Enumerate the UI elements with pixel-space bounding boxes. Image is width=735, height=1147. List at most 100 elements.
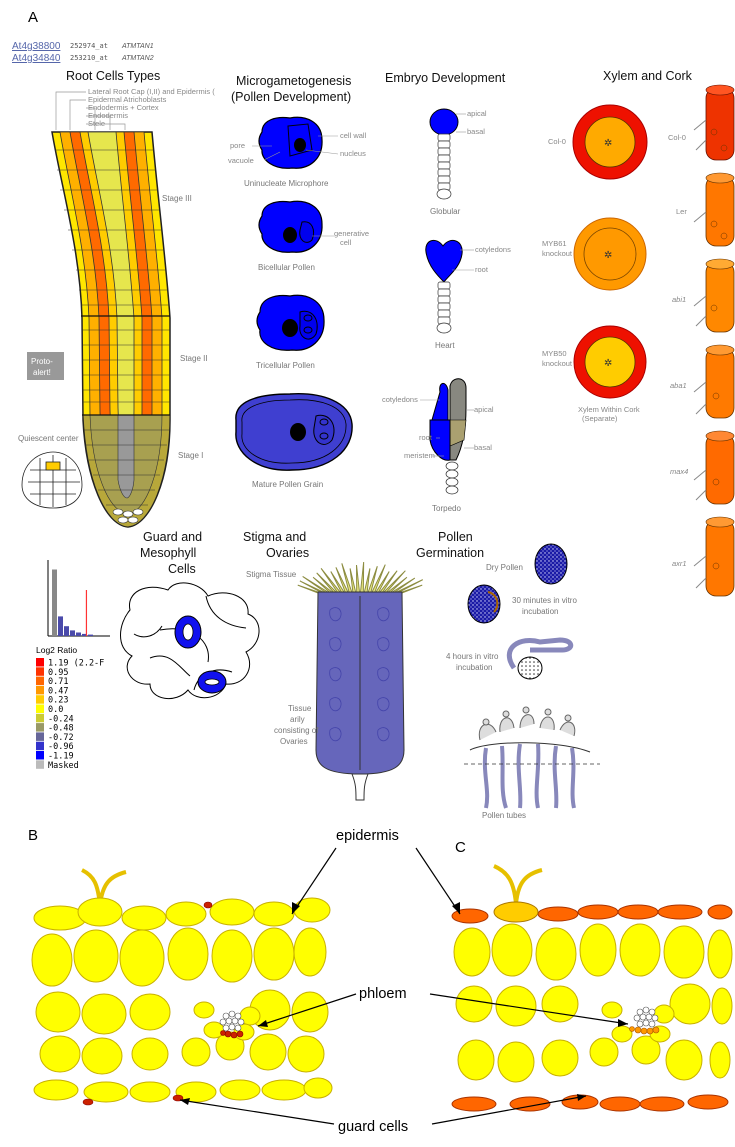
heading-pollen-development: (Pollen Development): [231, 90, 351, 104]
guard-mesophyll-diagram: [121, 583, 260, 699]
ovary-label-4: Ovaries: [280, 737, 308, 746]
phloem-label: phloem: [359, 986, 407, 1002]
panel-label-c: C: [455, 839, 466, 856]
xylem-label-myb61-2: knockout: [542, 249, 573, 258]
embryo-label-apical-torpedo: apical: [474, 405, 494, 414]
cork-sample-aba1: [694, 345, 734, 418]
histogram-bar: [88, 635, 93, 636]
cork-label: axr1: [672, 559, 687, 568]
xylem-center-glyph: ✲: [604, 358, 612, 369]
stigma-hair: [360, 562, 363, 594]
histogram-bar: [58, 616, 63, 636]
legend-swatch: [36, 705, 44, 714]
embryo-label-root-torpedo: root: [419, 433, 433, 442]
legend-swatch: [36, 732, 44, 741]
legend-swatch: [36, 714, 44, 723]
cork-sample-axr1: [694, 517, 734, 596]
xylem-label-myb61-1: MYB61: [542, 239, 567, 248]
probe-id: 252974_at: [70, 42, 108, 50]
legend-swatch: [36, 751, 44, 760]
legend-swatch: [36, 742, 44, 751]
panel-label-b: B: [28, 827, 38, 844]
pollen-development: pore vacuole cell wall nucleus Uninuclea…: [228, 117, 369, 489]
cork-sample-abi1: [694, 259, 734, 332]
label-uninucleate: Uninucleate Microphore: [244, 179, 329, 188]
cork-label: max4: [670, 467, 688, 476]
pollen-label-generative-1: generative: [334, 229, 369, 238]
stigma-tissue-label: Stigma Tissue: [246, 570, 297, 579]
stage-2-label: Stage II: [180, 354, 208, 363]
heading-germination-2: Germination: [416, 546, 484, 560]
legend-swatch: [36, 695, 44, 704]
embryo-label-apical: apical: [467, 109, 487, 118]
legend-swatch: [36, 686, 44, 695]
pollen-label-pore: pore: [230, 141, 245, 150]
xylem-label-within-cork-1: Xylem Within Cork: [578, 405, 640, 414]
germ-4h-label-2: incubation: [456, 663, 492, 672]
pollen-germination-diagram: Dry Pollen 30 minutes in vitro incubatio…: [446, 544, 600, 820]
legend-swatch: [36, 760, 44, 769]
proto-alert-text-1: Proto-: [31, 357, 53, 366]
embryo-label-root: root: [475, 265, 489, 274]
histogram-bar: [64, 626, 69, 636]
legend-title: Log2 Ratio: [36, 645, 77, 655]
embryo-label-basal: basal: [467, 127, 485, 136]
label-bicellular: Bicellular Pollen: [258, 263, 315, 272]
legend-swatch: [36, 677, 44, 686]
legend-label: Masked: [48, 761, 79, 771]
label-torpedo: Torpedo: [432, 504, 461, 513]
histogram: [48, 560, 110, 636]
label-globular: Globular: [430, 207, 461, 216]
xylem-label-within-cork-2: (Separate): [582, 414, 618, 423]
leaf-cross-section-c: [452, 866, 732, 1111]
cork-label: Col-0: [668, 133, 686, 142]
germ-bottom-label: Pollen tubes: [482, 811, 526, 820]
cork-sample-max4: [694, 431, 734, 504]
guard-cells-label: guard cells: [338, 1119, 408, 1135]
legend-swatch: [36, 667, 44, 676]
proto-alert-text-2: alert!: [33, 368, 51, 377]
heading-germination-1: Pollen: [438, 530, 473, 544]
stigma-ovaries-diagram: Stigma Tissue Tissue arily consisting of…: [246, 562, 423, 800]
heading-stigma-1: Stigma and: [243, 530, 306, 544]
gene-name: ATMTAN1: [121, 43, 154, 50]
quiescent-center-diagram: [22, 452, 82, 508]
gene-list: At4g38800 252974_at ATMTAN1 At4g34840 25…: [12, 41, 154, 64]
stigma-hair: [357, 565, 360, 594]
embryo-label-basal-torpedo: basal: [474, 443, 492, 452]
ovary-label-2: arily: [290, 715, 305, 724]
germ-30min-label-1: 30 minutes in vitro: [512, 596, 577, 605]
gene-name: ATMTAN2: [121, 55, 154, 62]
heading-root-cells: Root Cells Types: [66, 69, 160, 83]
germ-4h-label-1: 4 hours in vitro: [446, 652, 499, 661]
label-tricellular: Tricellular Pollen: [256, 361, 315, 370]
embryo-label-cotyledons: cotyledons: [475, 245, 511, 254]
histogram-bar: [76, 633, 81, 637]
heading-microgametogenesis: Microgametogenesis: [236, 74, 351, 88]
heading-guard-2: Mesophyll: [140, 546, 196, 560]
legend: Log2 Ratio 1.19 (2.2-F0.950.710.470.230.…: [36, 645, 104, 771]
heading-stigma-2: Ovaries: [266, 546, 309, 560]
cork-label: abi1: [672, 295, 686, 304]
root-label-stele: Stele: [88, 119, 105, 128]
legend-swatch: [36, 723, 44, 732]
pollen-label-generative-2: cell: [340, 238, 352, 247]
xylem-label-myb50-2: knockout: [542, 359, 573, 368]
cork-label: aba1: [670, 381, 687, 390]
label-mature-pollen: Mature Pollen Grain: [252, 480, 323, 489]
heading-guard-1: Guard and: [143, 530, 202, 544]
pollen-label-cell-wall: cell wall: [340, 131, 367, 140]
gene-link[interactable]: At4g38800: [12, 41, 61, 52]
cork-sample-col0: [694, 85, 734, 160]
embryo-development: apical basal Globular cotyledons root He…: [382, 109, 511, 513]
xylem-center-glyph: ✲: [604, 138, 612, 149]
xylem-label-col0: Col-0: [548, 137, 566, 146]
legend-swatch: [36, 658, 44, 667]
epidermis-label: epidermis: [336, 828, 399, 844]
cork-sample-ler: [694, 173, 734, 246]
histogram-bar: [52, 570, 57, 637]
panel-label-a: A: [28, 9, 38, 26]
dry-pollen-label: Dry Pollen: [486, 563, 523, 572]
gene-link[interactable]: At4g34840: [12, 53, 61, 64]
